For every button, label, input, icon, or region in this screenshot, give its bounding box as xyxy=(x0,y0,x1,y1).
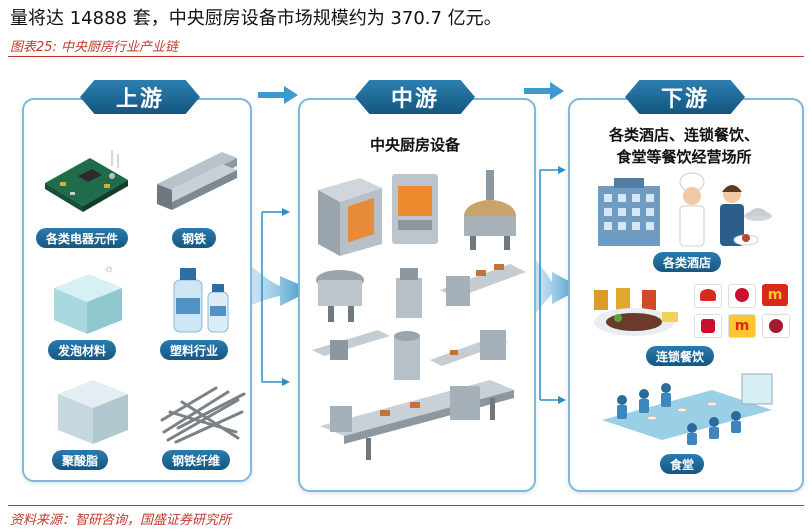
steel-beams-icon xyxy=(157,152,237,210)
steel-fiber-icon xyxy=(160,386,246,444)
svg-text:⌬: ⌬ xyxy=(106,266,112,274)
foam-cube-icon: ⌬ xyxy=(54,266,122,334)
upstream-title: 上游 xyxy=(80,80,200,114)
brand-logo-grid: m m xyxy=(694,284,794,340)
upstream-item-polyester: 聚酸脂 xyxy=(52,450,109,470)
downstream-subtitle-line2: 食堂等餐饮经营场所 xyxy=(616,148,752,166)
brand-logo-mcdonalds-2: m xyxy=(728,314,756,338)
kitchen-equipment-illustration xyxy=(312,170,526,460)
downstream-title: 下游 xyxy=(625,80,745,114)
figure-caption: 图表25: 中央厨房行业产业链 xyxy=(10,40,179,55)
caption-divider xyxy=(8,56,804,57)
downstream-item-chain: 连锁餐饮 xyxy=(646,346,715,366)
source-divider xyxy=(8,505,804,506)
source-note: 资料来源：智研咨询，国盛证券研究所 xyxy=(10,513,232,528)
downstream-item-canteen: 食堂 xyxy=(660,454,705,474)
downstream-subtitle-line1: 各类酒店、连锁餐饮、 xyxy=(608,126,759,144)
plastic-bottles-icon xyxy=(173,268,229,333)
midstream-title: 中游 xyxy=(355,80,475,114)
downstream-item-hotel: 各类酒店 xyxy=(653,252,722,272)
brand-logo-kfc xyxy=(728,284,756,308)
restaurant-food-icon xyxy=(594,288,678,336)
upstream-item-plastic: 塑料行业 xyxy=(160,340,229,360)
upstream-item-steel: 钢铁 xyxy=(172,228,217,248)
upstream-item-electrical: 各类电器元件 xyxy=(36,228,129,248)
brand-logo-mcdonalds: m xyxy=(762,284,788,306)
downstream-subtitle: 各类酒店、连锁餐饮、 食堂等餐饮经营场所 xyxy=(568,124,800,168)
midstream-subtitle: 中央厨房设备 xyxy=(369,136,460,154)
hotel-chefs-icon xyxy=(598,172,772,247)
resin-block-icon xyxy=(58,380,128,444)
brand-logo-bakery xyxy=(694,314,722,338)
canteen-icon xyxy=(602,373,773,445)
upstream-item-foam: 发泡材料 xyxy=(48,340,117,360)
upstream-item-steel-fiber: 钢铁纤维 xyxy=(162,450,231,470)
brand-logo-kfc-2 xyxy=(762,314,790,338)
circuit-board-icon xyxy=(45,150,128,212)
intro-text: 量将达 14888 套，中央厨房设备市场规模约为 370.7 亿元。 xyxy=(10,8,502,29)
brand-logo-pizzahut xyxy=(694,284,722,308)
